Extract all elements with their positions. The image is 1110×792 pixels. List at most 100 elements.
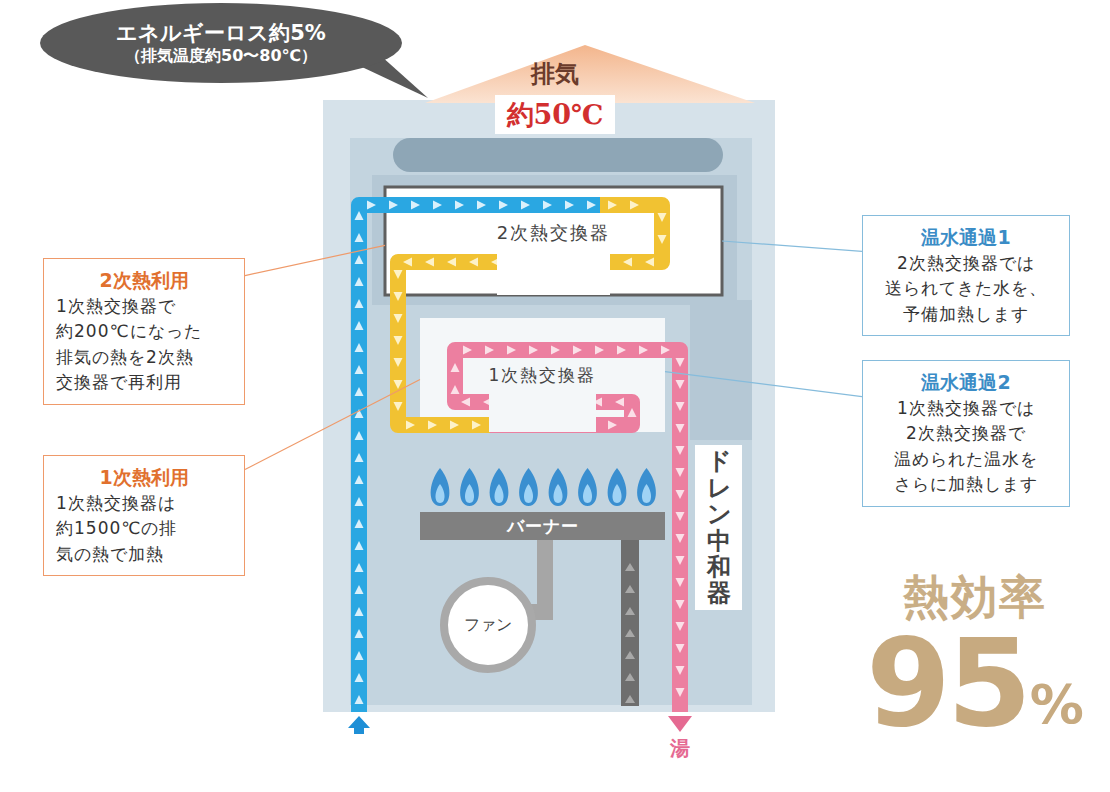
flow-mark [608, 201, 617, 210]
flow-mark [455, 201, 464, 210]
flow-mark [521, 201, 530, 210]
flow-mark [551, 346, 560, 355]
flow-mark [394, 292, 403, 301]
node-body: 1次熱交換器で 約200℃になった 排気の熱を2次熱 交換器で再利用 [56, 294, 232, 396]
flow-mark [389, 201, 398, 210]
flow-mark [485, 346, 494, 355]
flow-mark [355, 541, 364, 550]
flame [608, 468, 627, 506]
flow-mark [676, 468, 685, 477]
drain-box [695, 445, 742, 610]
flow-mark [355, 673, 364, 682]
leader-line [245, 380, 420, 470]
node-body: 1次熱交換器は 約1500℃の排 気の熱で加熱 [56, 491, 232, 568]
flow-mark [355, 695, 364, 704]
housing-inner [350, 138, 752, 705]
flow-mark [355, 211, 364, 220]
flow-mark [676, 380, 685, 389]
flow-mark [394, 314, 403, 323]
flame-core [583, 484, 592, 503]
node-heading: 2次熱交換器 [497, 221, 610, 295]
fan-duct [530, 540, 545, 612]
diagram-node: バーナー [420, 512, 665, 540]
exhaust-duct [393, 138, 723, 172]
flow-mark [355, 563, 364, 572]
flow-mark [676, 446, 685, 455]
flow-mark [355, 343, 364, 352]
flow-mark [587, 201, 596, 210]
flame-core [642, 484, 651, 503]
flow-mark [608, 421, 617, 430]
flow-mark [355, 475, 364, 484]
flow-mark [625, 695, 635, 703]
water-pipes [355, 201, 685, 713]
flow-mark [469, 258, 478, 267]
flow-mark [676, 600, 685, 609]
label-text: % [1030, 678, 1084, 732]
flow-mark [661, 346, 670, 355]
burner-flames [431, 468, 656, 506]
node-body: 2次熱交換器では 送られてきた水を、 予備加熱します [875, 251, 1057, 328]
flame-core [465, 484, 474, 503]
node-heading: ドレン中和器 [707, 448, 731, 606]
diagram-node: 2次熱利用1次熱交換器で 約200℃になった 排気の熱を2次熱 交換器で再利用 [43, 258, 245, 405]
flow-mark [355, 629, 364, 638]
flow-mark [355, 277, 364, 286]
flow-mark [463, 346, 472, 355]
node-heading: エネルギーロス約5% [116, 20, 326, 46]
flame [637, 468, 656, 506]
exchanger-chamber [372, 175, 737, 305]
flow-mark [676, 402, 685, 411]
flame-core [495, 484, 504, 503]
flow-mark [472, 421, 481, 430]
flow-mark [499, 201, 508, 210]
node-heading: 排気 [531, 60, 579, 89]
flame [578, 468, 597, 506]
flow-mark [394, 358, 403, 367]
flow-mark [355, 387, 364, 396]
flow-mark [406, 421, 415, 430]
flow-mark [658, 235, 667, 244]
label-text: 湯 [670, 736, 690, 760]
flow-mark [394, 336, 403, 345]
flow-mark [355, 585, 364, 594]
flow-mark [367, 201, 376, 210]
flow-mark [543, 201, 552, 210]
node-heading: 2次熱利用 [56, 267, 232, 294]
flow-mark [676, 534, 685, 543]
flow-mark [676, 490, 685, 499]
flow-mark [355, 431, 364, 440]
housing [323, 100, 775, 712]
flow-mark [625, 585, 635, 593]
flame-core [524, 484, 533, 503]
flow-mark [676, 512, 685, 521]
node-body: （排気温度約50〜80℃） [125, 46, 317, 66]
flow-mark [355, 365, 364, 374]
leader-line [665, 372, 862, 397]
flow-mark [394, 402, 403, 411]
node-heading: 温水通過1 [875, 224, 1057, 251]
flow-mark [565, 201, 574, 210]
flow-mark [411, 201, 420, 210]
flow-mark [676, 424, 685, 433]
diagram-node: ドレン中和器 [695, 445, 742, 610]
diagram-node: 排気約50℃ [480, 60, 630, 134]
gas-pipe [621, 540, 639, 706]
flow-mark [477, 201, 486, 210]
flame [490, 468, 509, 506]
flow-mark [623, 258, 632, 267]
flow-mark [658, 213, 667, 222]
flow-mark [355, 607, 364, 616]
flow-mark [676, 622, 685, 631]
flow-mark [676, 556, 685, 565]
flow-mark [355, 497, 364, 506]
flow-mark [573, 346, 582, 355]
flow-mark [676, 688, 685, 697]
flow-mark [394, 270, 403, 279]
flow-mark [615, 398, 624, 407]
flame-core [554, 484, 563, 503]
flow-mark [355, 651, 364, 660]
flame-core [436, 484, 445, 503]
flame [519, 468, 538, 506]
flow-mark [355, 519, 364, 528]
